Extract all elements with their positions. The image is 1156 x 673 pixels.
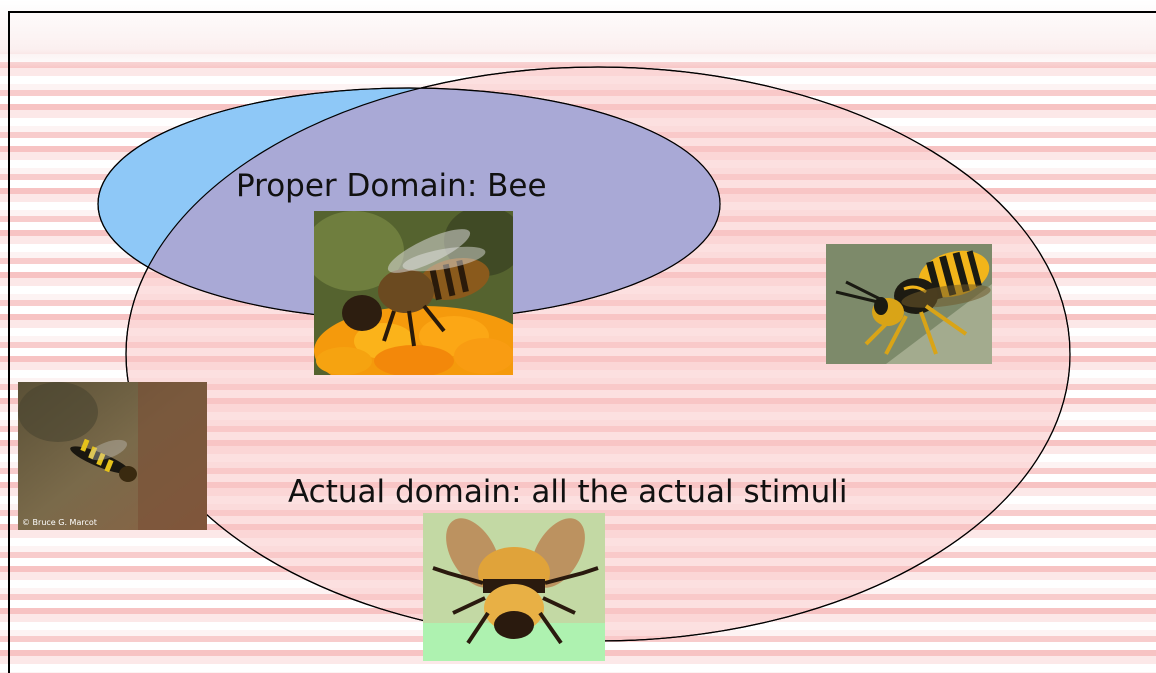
honeybee-on-marigold-icon bbox=[314, 211, 513, 375]
honeybee-photo bbox=[314, 211, 513, 375]
wasp-photo bbox=[826, 244, 992, 364]
hoverfly-icon bbox=[18, 382, 207, 530]
bumblebee-photo bbox=[423, 513, 605, 661]
proper-domain-label: Proper Domain: Bee bbox=[236, 168, 547, 204]
yellowjacket-wasp-icon bbox=[826, 244, 992, 364]
actual-domain-label: Actual domain: all the actual stimuli bbox=[288, 474, 848, 510]
frame-border-top bbox=[8, 11, 1156, 13]
frame-border-left bbox=[8, 11, 10, 673]
hoverfly-photo: © Bruce G. Marcot bbox=[18, 382, 207, 530]
bumblebee-icon bbox=[423, 513, 605, 661]
photo-credit: © Bruce G. Marcot bbox=[22, 518, 97, 527]
